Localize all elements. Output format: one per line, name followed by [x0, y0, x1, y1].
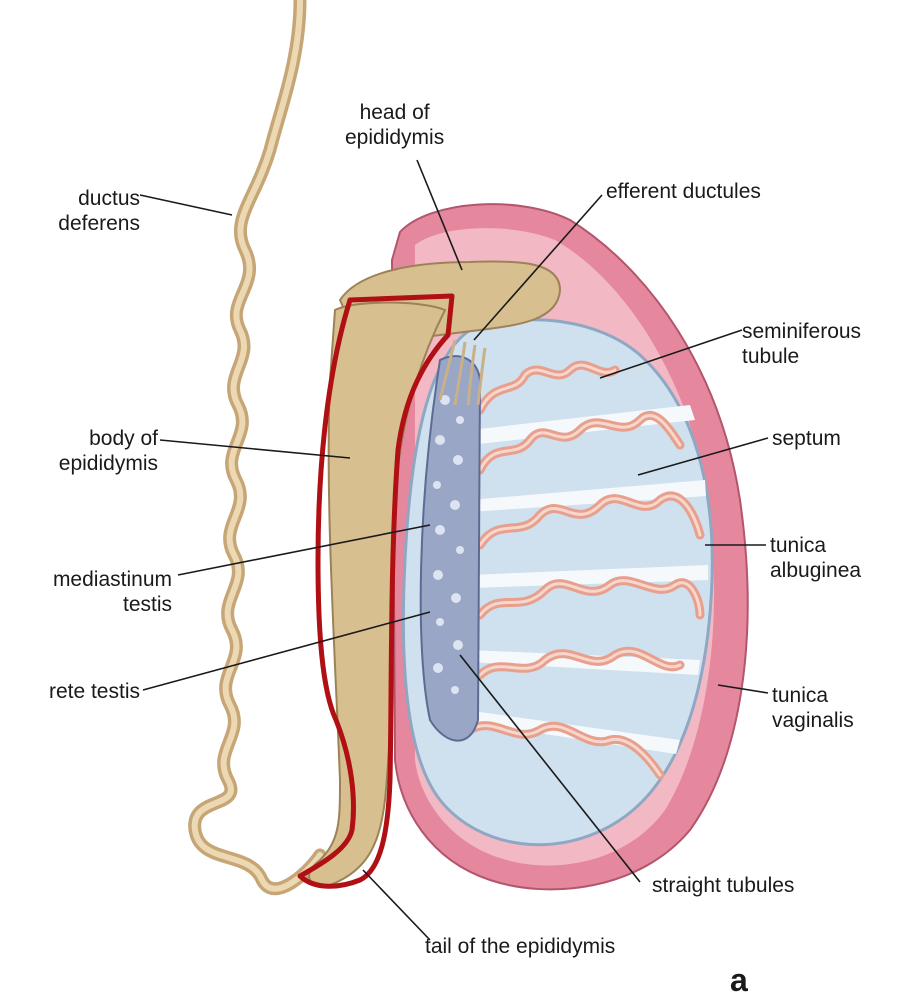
label-mediastinum-testis: mediastinum testis — [0, 567, 172, 617]
label-seminiferous-tubule: seminiferous tubule — [742, 319, 861, 369]
label-efferent-ductules: efferent ductules — [606, 179, 761, 204]
label-septum: septum — [772, 426, 841, 451]
label-rete-testis: rete testis — [0, 679, 140, 704]
label-tunica-vaginalis: tunica vaginalis — [772, 683, 854, 733]
label-body-of-epididymis: body of epididymis — [10, 426, 158, 476]
label-tunica-albuginea: tunica albuginea — [770, 533, 861, 583]
panel-letter: a — [730, 962, 748, 999]
label-tail-of-epididymis: tail of the epididymis — [425, 934, 615, 959]
label-ductus-deferens: ductus deferens — [20, 186, 140, 236]
label-straight-tubules: straight tubules — [652, 873, 794, 898]
label-head-of-epididymis: head of epididymis — [345, 100, 444, 150]
